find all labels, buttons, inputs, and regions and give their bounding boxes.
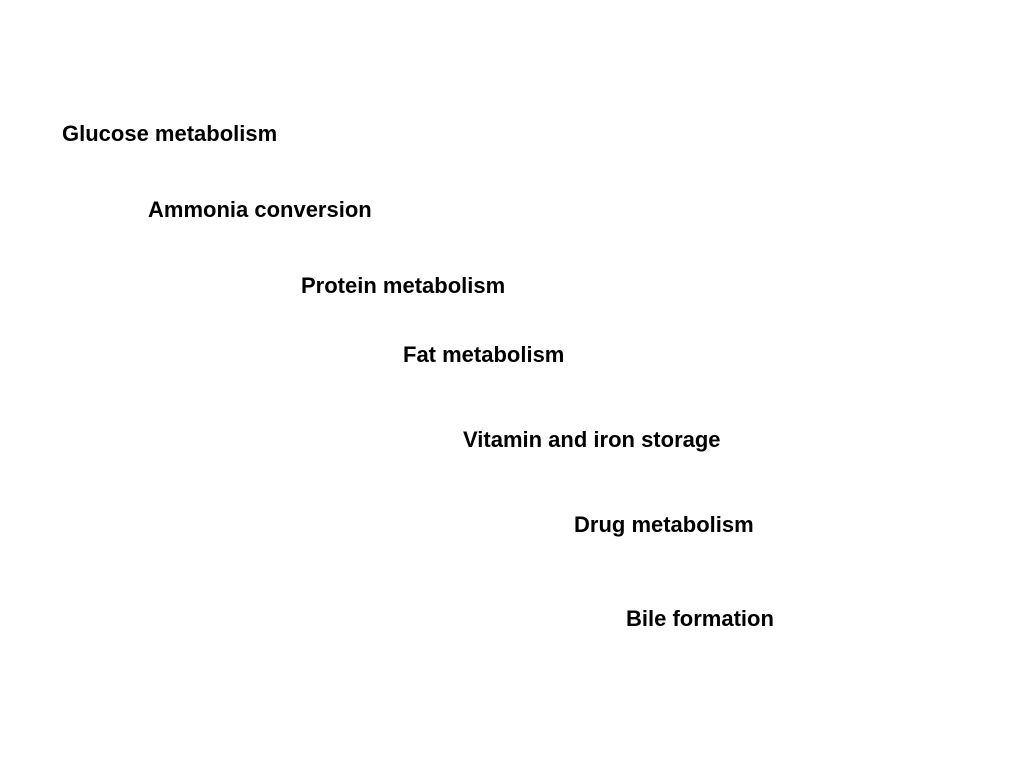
item-ammonia-conversion: Ammonia conversion xyxy=(148,197,372,222)
item-glucose-metabolism: Glucose metabolism xyxy=(62,121,278,146)
item-fat-metabolism: Fat metabolism xyxy=(403,342,565,367)
item-bile-formation: Bile formation xyxy=(626,606,774,631)
item-protein-metabolism: Protein metabolism xyxy=(301,273,506,298)
item-vitamin-iron-storage: Vitamin and iron storage xyxy=(463,427,721,452)
item-drug-metabolism: Drug metabolism xyxy=(574,512,754,537)
